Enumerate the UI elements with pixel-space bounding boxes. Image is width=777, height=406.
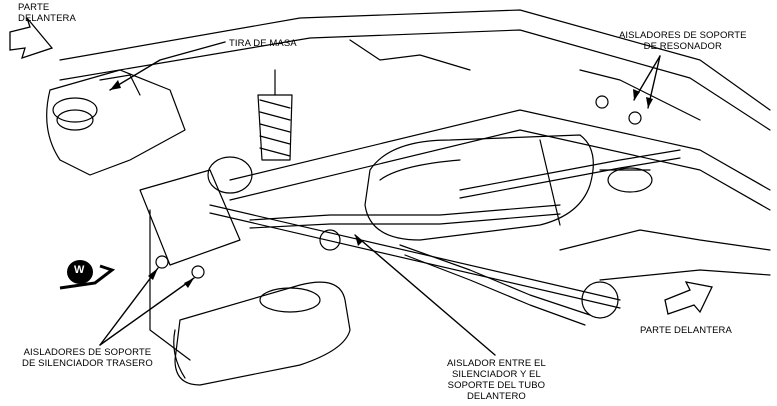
label-rear-muffler-isolators: AISLADORES DE SOPORTE DE SILENCIADOR TRA… [22, 347, 153, 369]
label-front-bottom-right: PARTE DELANTERA [640, 325, 732, 336]
leader-arrowheads [110, 80, 653, 288]
label-resonator-isolators: AISLADORES DE SOPORTE DE RESONADOR [619, 30, 747, 52]
label-muffler-pipe-isolator: AISLADOR ENTRE EL SILENCIADOR Y EL SOPOR… [447, 358, 546, 402]
rear-muffler-isolators [155, 255, 205, 279]
view-marker-label: W [74, 264, 85, 276]
front-direction-arrow-bottom [664, 281, 713, 315]
resonator [364, 134, 594, 241]
resonator-isolators [595, 95, 642, 125]
view-marker-w [59, 260, 116, 290]
rear-muffler [173, 281, 351, 386]
front-hanger [599, 167, 653, 193]
leader-lines [99, 41, 661, 356]
label-ground-strap: TIRA DE MASA [229, 38, 297, 49]
vehicle-frame [59, 9, 771, 361]
axle-assembly [209, 204, 621, 319]
ground-strap-inset [46, 69, 186, 176]
front-direction-arrow-top [9, 17, 54, 60]
label-front-top-left: PARTE DELANTERA [18, 2, 76, 24]
shock-absorber [207, 69, 293, 194]
